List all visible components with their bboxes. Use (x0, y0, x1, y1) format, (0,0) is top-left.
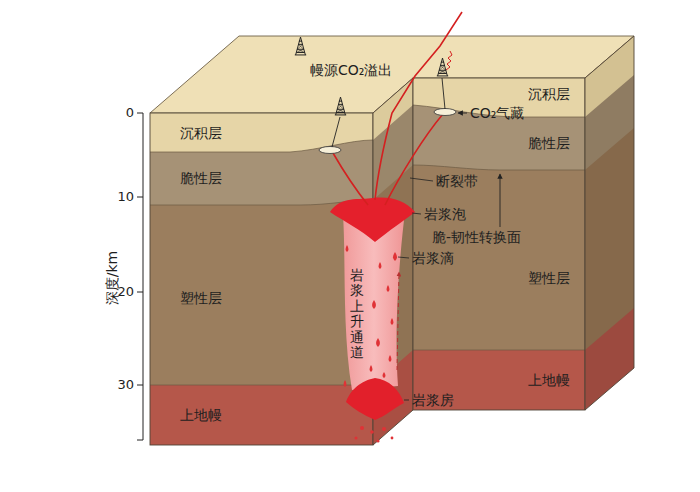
layer-name: 沉积层 (528, 86, 570, 102)
layer-name: 塑性层 (528, 270, 570, 286)
callout-label: 幔源CO₂溢出 (310, 62, 392, 78)
layer-name: 脆性层 (528, 135, 570, 151)
callout-label: 脆-韧性转换面 (432, 229, 521, 245)
layer-name: 上地幔 (180, 407, 222, 423)
callout-label: 岩浆房 (412, 392, 454, 408)
tick-value: 0 (126, 106, 134, 121)
channel-label: 岩浆上升通道 (350, 268, 364, 360)
layer-name: 沉积层 (180, 125, 222, 141)
tick-value: 20 (117, 285, 134, 300)
layer-name: 脆性层 (180, 170, 222, 186)
callout-label: 断裂带 (436, 173, 478, 189)
callout-label: 岩浆滴 (412, 250, 454, 266)
callout-label: CO₂气藏 (470, 105, 524, 121)
layer-name: 塑性层 (180, 290, 222, 306)
layer-name: 上地幔 (528, 372, 570, 388)
tick-value: 10 (117, 190, 134, 205)
tick-value: 30 (117, 378, 134, 393)
callout-label: 岩浆泡 (424, 206, 466, 222)
